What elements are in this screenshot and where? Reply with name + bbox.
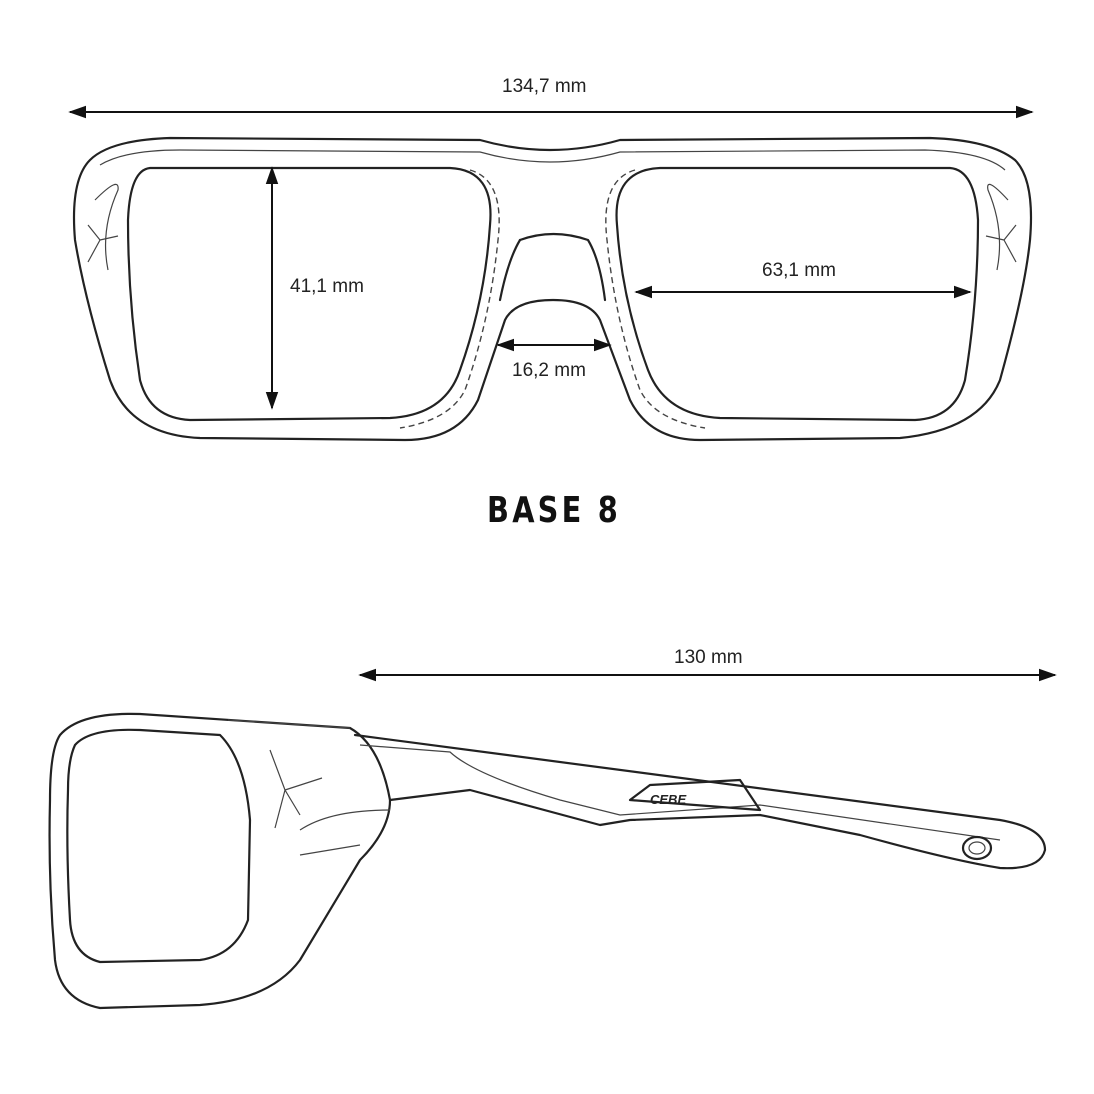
side-view-frame: CEBE [48,712,1047,1010]
right-lens [615,166,980,422]
temple-logo-badge [628,778,762,812]
temple-length-label: 130 mm [674,647,743,668]
side-lens [66,728,252,964]
lens-height-label: 41,1 mm [290,276,364,297]
base-label: BASE 8 [487,490,621,531]
lens-width-label: 63,1 mm [762,260,836,281]
total-width-label: 134,7 mm [502,76,587,97]
temple-logo: CEBE [650,792,686,807]
front-view-frame [72,136,1033,442]
temple-tip-hole [961,835,993,861]
bridge-width-label: 16,2 mm [512,360,586,381]
left-lens [126,166,492,422]
